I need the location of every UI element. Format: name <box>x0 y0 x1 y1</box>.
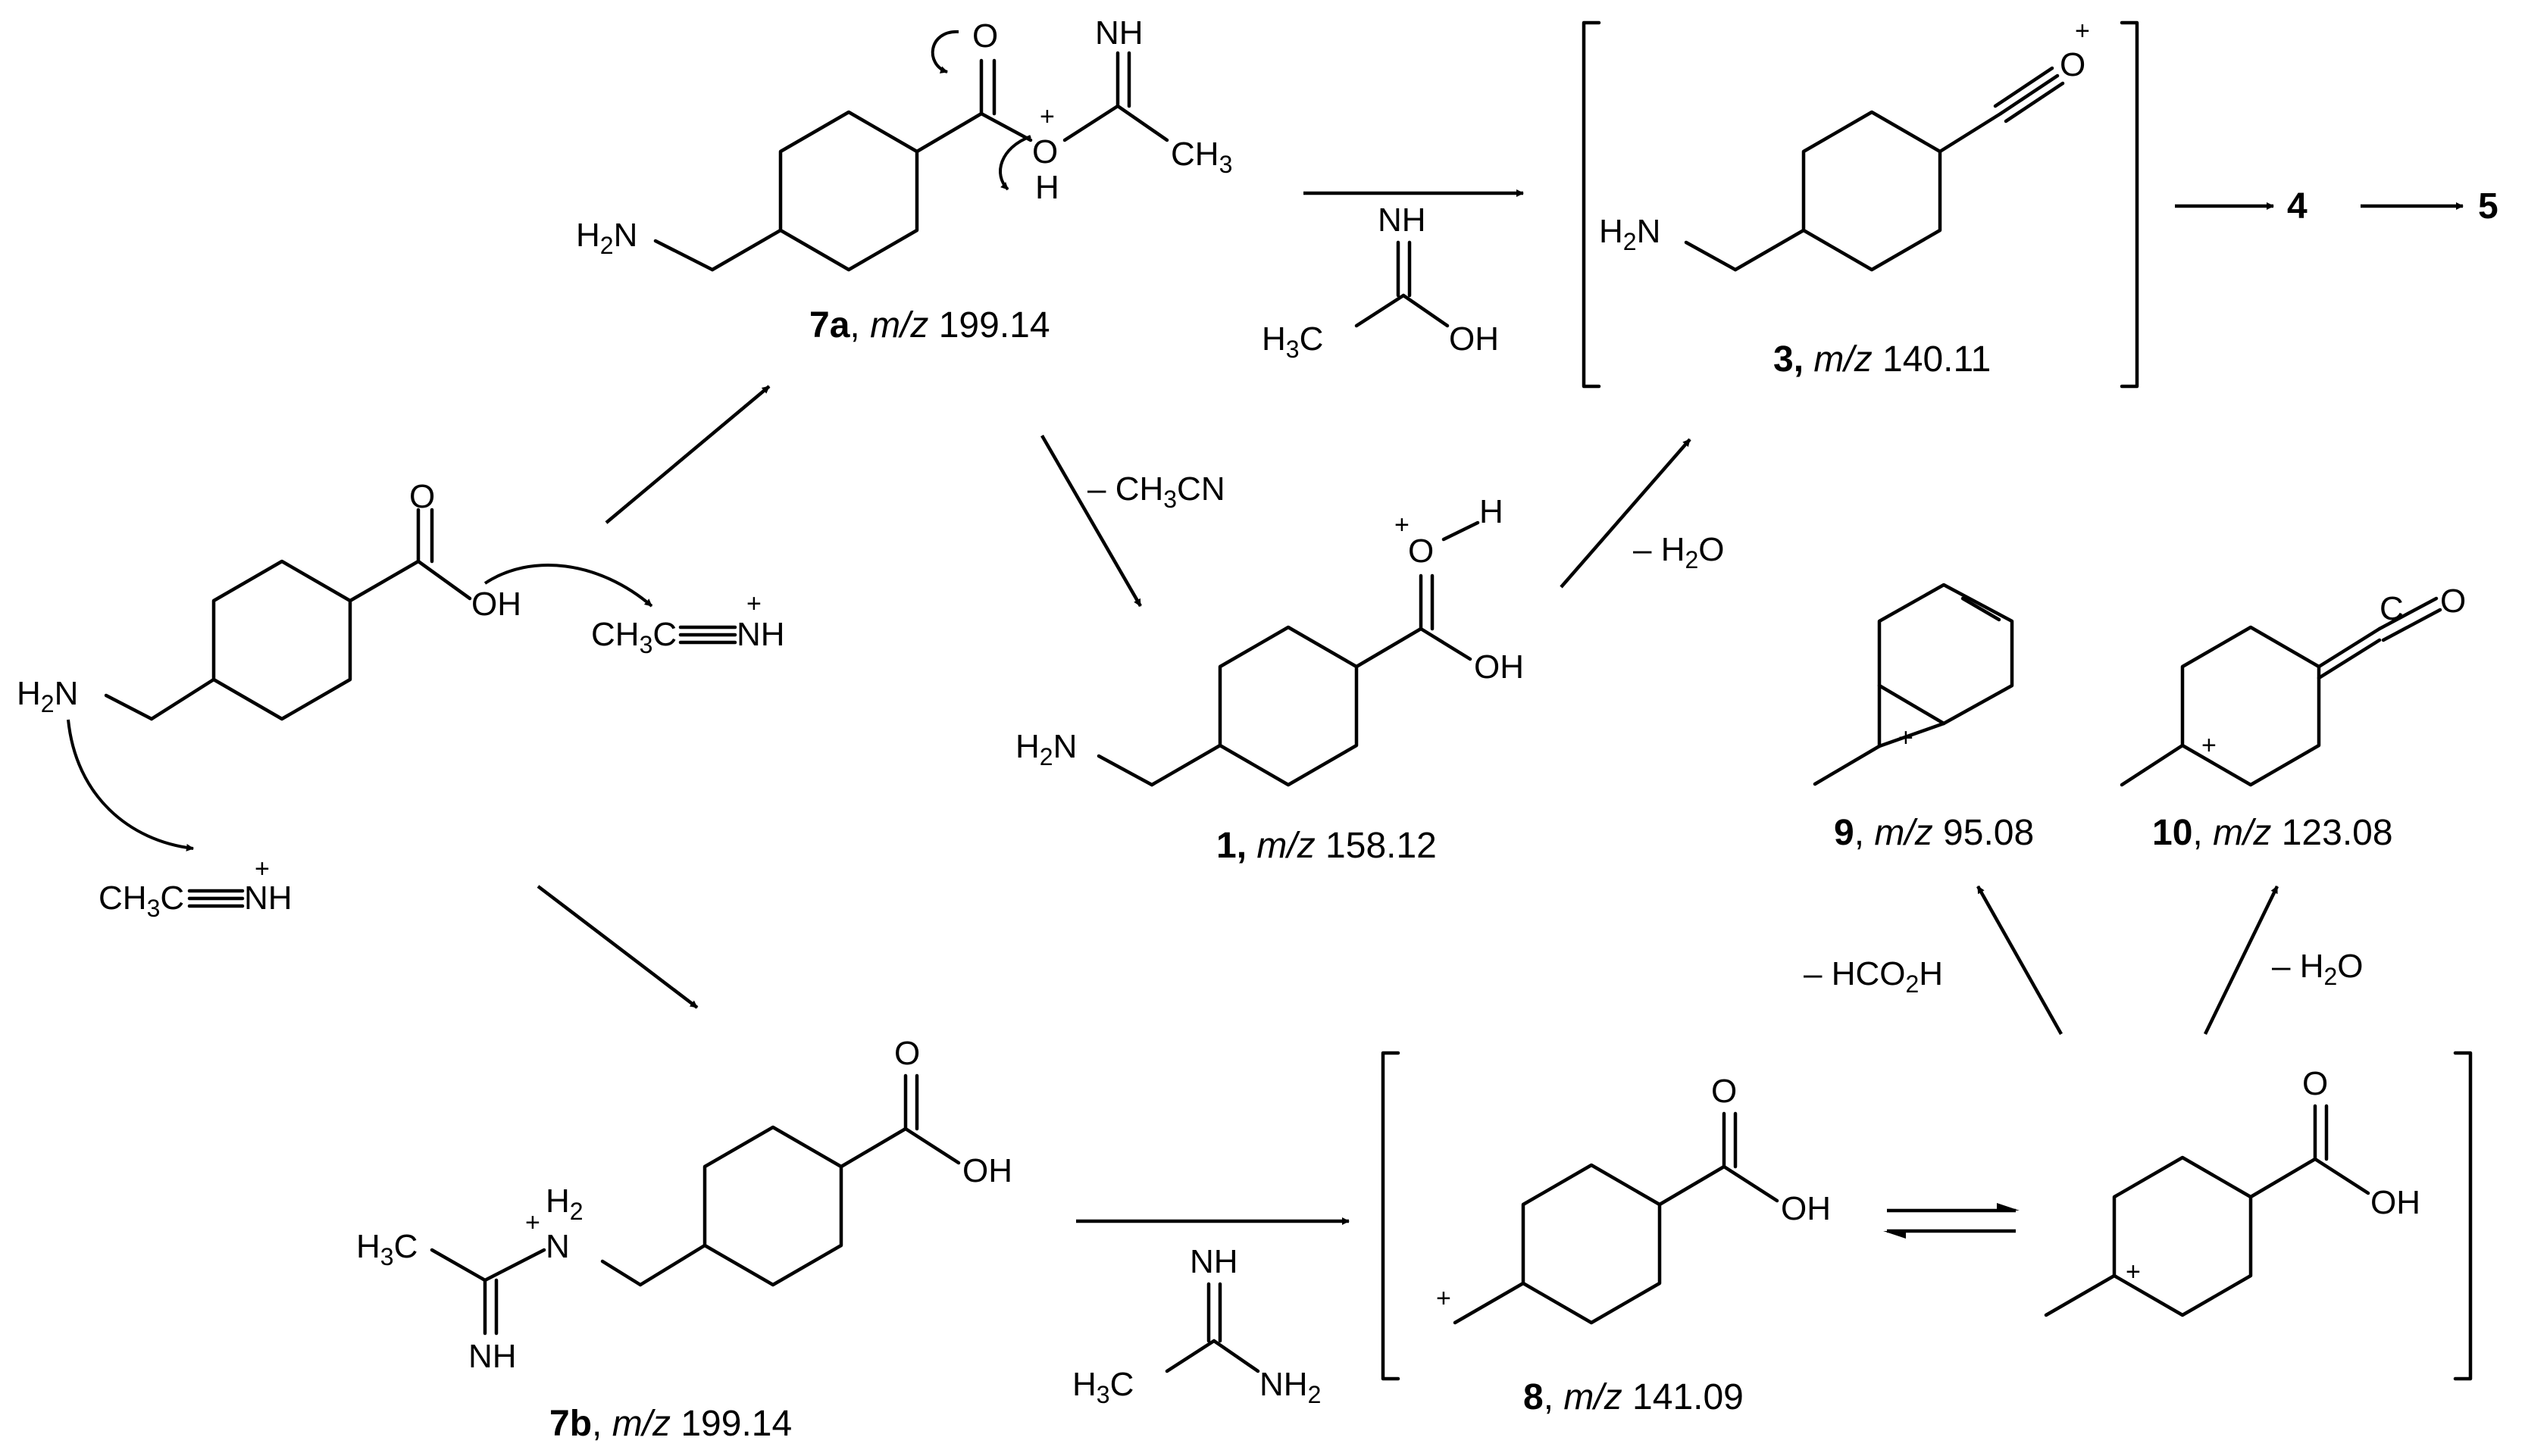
svg-text:H: H <box>1035 169 1059 206</box>
label-7b: 7b, m/z 199.14 <box>549 1404 792 1444</box>
svg-text:+: + <box>255 855 270 883</box>
svg-text:NH: NH <box>737 616 785 653</box>
svg-text:CH3C: CH3C <box>591 616 677 658</box>
svg-text:N: N <box>546 1228 570 1265</box>
svg-text:NH: NH <box>1378 202 1426 239</box>
svg-text:OH: OH <box>962 1152 1012 1189</box>
loss-hco2h: – HCO2H <box>1804 955 1943 998</box>
svg-text:NH: NH <box>1095 14 1144 52</box>
svg-text:+: + <box>2075 17 2090 45</box>
svg-text:O: O <box>2440 583 2466 620</box>
svg-text:NH: NH <box>244 880 293 917</box>
svg-text:O: O <box>1711 1073 1737 1110</box>
acetimidic-acid-byproduct: NH H3C OH <box>1262 202 1499 363</box>
start-carbonyl-o: O <box>409 478 435 515</box>
svg-text:H2N: H2N <box>576 217 637 259</box>
svg-text:O: O <box>894 1035 920 1072</box>
start-h2n: H2N <box>17 675 78 717</box>
svg-text:H3C: H3C <box>1262 320 1323 363</box>
svg-text:O: O <box>972 17 998 55</box>
loss-h2o-1: – H2O <box>1633 531 1725 573</box>
svg-text:OH: OH <box>2370 1184 2420 1221</box>
svg-text:+: + <box>2201 731 2217 760</box>
label-3: 3, m/z 140.11 <box>1773 339 1991 380</box>
compound-10: C O + 10, m/z 123.08 <box>2120 583 2466 853</box>
loss-h2o-2: – H2O <box>2272 948 2364 990</box>
compound-3: O + H2N 3, m/z 140.11 <box>1582 17 2139 389</box>
svg-text:+: + <box>1040 102 1055 131</box>
svg-text:H2N: H2N <box>1015 728 1077 770</box>
svg-text:C: C <box>2380 590 2404 627</box>
label-7a: 7a, m/z 199.14 <box>809 305 1050 345</box>
svg-text:O: O <box>2060 46 2085 83</box>
compound-9: + 9, m/z 95.08 <box>1813 583 2034 853</box>
label-9: 9, m/z 95.08 <box>1834 813 2034 853</box>
svg-text:+: + <box>746 589 762 618</box>
svg-text:+: + <box>1898 723 1913 752</box>
svg-text:H2N: H2N <box>1599 213 1660 255</box>
product-4: 4 <box>2287 186 2308 227</box>
svg-text:H: H <box>1479 493 1503 530</box>
svg-text:CH3C: CH3C <box>99 880 184 922</box>
svg-text:O: O <box>1408 533 1434 570</box>
svg-text:OH: OH <box>1449 320 1499 358</box>
loss-ch3cn: – CH3CN <box>1087 470 1225 513</box>
product-5: 5 <box>2478 186 2498 227</box>
label-1: 1, m/z 158.12 <box>1216 826 1437 866</box>
svg-text:+: + <box>1436 1284 1451 1313</box>
svg-text:OH: OH <box>1474 648 1524 686</box>
svg-text:H3C: H3C <box>1072 1366 1134 1408</box>
svg-text:O: O <box>2302 1065 2328 1102</box>
acetonitrilium-lower: CH3C NH + <box>99 855 293 922</box>
svg-text:O: O <box>1032 133 1058 170</box>
svg-text:H3C: H3C <box>356 1228 418 1270</box>
svg-text:NH: NH <box>1190 1243 1238 1280</box>
compound-7a: O NH O + H CH3 H2N 7a, m/z 199.14 <box>576 14 1232 345</box>
tranexamic-acid-start: O OH H2N <box>17 478 653 851</box>
label-8: 8, m/z 141.09 <box>1523 1377 1744 1417</box>
compound-8: O OH + O OH + 8, m/z 141.09 <box>1381 1051 2473 1417</box>
svg-text:NH: NH <box>468 1338 517 1375</box>
svg-text:+: + <box>2126 1258 2141 1286</box>
label-10: 10, m/z 123.08 <box>2152 813 2393 853</box>
svg-text:NH2: NH2 <box>1259 1366 1321 1408</box>
acetonitrilium-upper: CH3C NH + <box>591 589 785 658</box>
compound-7b: O OH N + H2 H3C NH 7b, m/z 199.14 <box>356 1035 1012 1444</box>
svg-text:H2: H2 <box>546 1183 584 1225</box>
compound-1: O + H OH H2N 1, m/z 158.12 <box>1015 493 1524 866</box>
svg-text:+: + <box>525 1208 540 1237</box>
start-oh: OH <box>471 586 521 623</box>
svg-text:OH: OH <box>1781 1190 1831 1227</box>
svg-text:+: + <box>1394 511 1410 539</box>
acetamidine-byproduct: NH H3C NH2 <box>1072 1243 1321 1408</box>
svg-text:CH3: CH3 <box>1171 136 1232 178</box>
